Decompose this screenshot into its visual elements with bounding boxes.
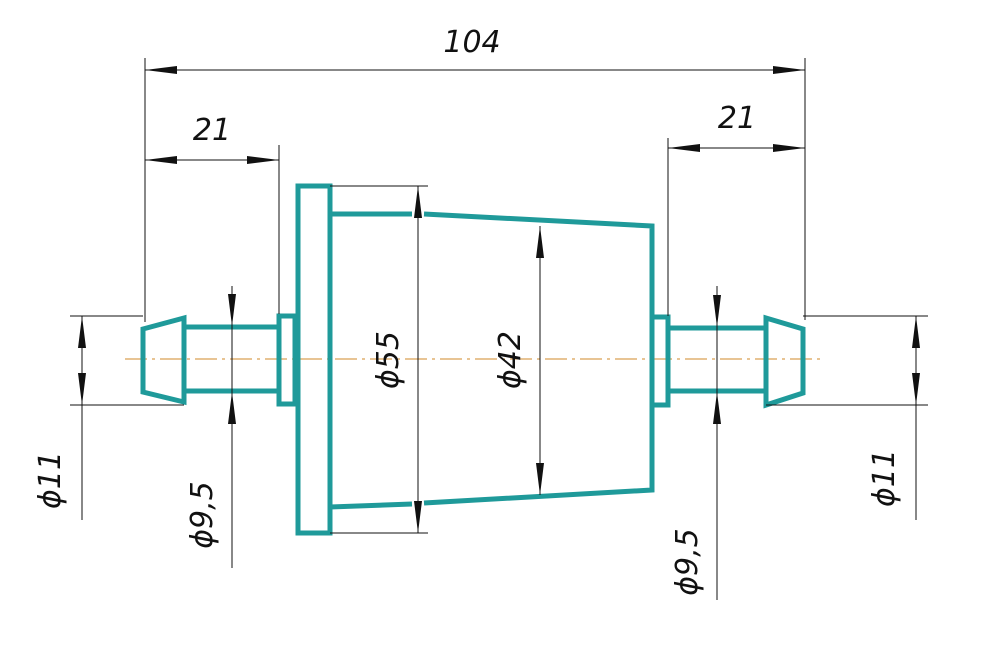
arrow-right-fitting-end [773, 144, 805, 152]
arrow-right-tube-bottom [713, 392, 721, 424]
dim-right-fitting: 21 [667, 101, 805, 316]
label-right-fitting-length: 21 [718, 101, 756, 136]
arrow-cone-bottom [536, 463, 544, 495]
arrow-flange-bottom [414, 501, 422, 533]
arrow-right-barb-top [912, 316, 920, 348]
dim-left-tube-diameter: ϕ9,5 [185, 286, 236, 568]
arrow-left-tube-top [228, 294, 236, 326]
dim-right-tube-diameter: ϕ9,5 [670, 286, 721, 600]
label-cone-diameter: ϕ42 [493, 331, 528, 389]
right-collar [649, 314, 671, 408]
arrow-left-fitting-end [247, 156, 279, 164]
dim-flange-diameter: ϕ55 [330, 185, 428, 534]
arrow-cone-top [536, 226, 544, 258]
dim-overall-length: 104 [144, 25, 806, 322]
arrow-left-barb-bottom [78, 373, 86, 405]
arrow-right-fitting-start [668, 144, 700, 152]
arrow-flange-top [414, 186, 422, 218]
arrow-left-fitting-start [145, 156, 177, 164]
arrow-overall-left [145, 66, 177, 74]
arrow-overall-right [773, 66, 805, 74]
dim-right-barb-diameter: ϕ11 [766, 315, 928, 520]
label-left-barb-diameter: ϕ11 [33, 451, 68, 509]
dim-left-barb-diameter: ϕ11 [33, 315, 184, 520]
arrow-right-barb-bottom [912, 373, 920, 405]
left-barb [140, 314, 187, 406]
arrow-left-tube-bottom [228, 392, 236, 424]
label-left-fitting-length: 21 [193, 113, 231, 148]
right-barb [763, 314, 806, 409]
left-collar [276, 313, 298, 407]
arrow-left-barb-top [78, 316, 86, 348]
label-right-barb-diameter: ϕ11 [867, 449, 902, 507]
arrow-right-tube-top [713, 295, 721, 327]
label-left-tube-diameter: ϕ9,5 [185, 481, 220, 549]
dim-cone-diameter: ϕ42 [493, 226, 544, 495]
flange [295, 183, 333, 536]
label-right-tube-diameter: ϕ9,5 [670, 528, 705, 596]
label-overall-length: 104 [443, 25, 500, 60]
dim-left-fitting: 21 [145, 113, 280, 314]
cone-bottom-left [329, 501, 413, 510]
label-flange-diameter: ϕ55 [371, 331, 406, 389]
